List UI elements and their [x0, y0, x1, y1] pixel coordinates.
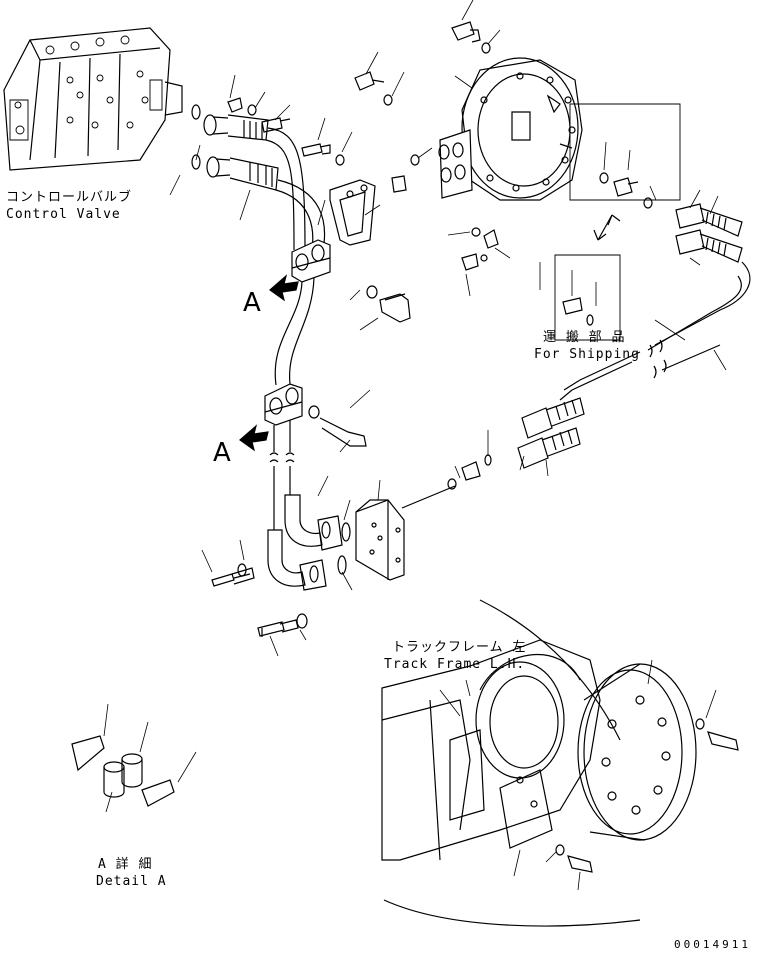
clamp-upper — [292, 240, 330, 282]
hose-lower — [270, 420, 294, 530]
bolts-mid — [228, 98, 410, 446]
hose-upper — [266, 128, 325, 255]
control-valve-label-en: Control Valve — [6, 207, 121, 222]
couplings-upper-right — [676, 204, 742, 262]
elbow-fittings — [268, 495, 342, 590]
manifold-block — [338, 500, 404, 580]
for-shipping-label-en: For Shipping — [534, 347, 640, 362]
fittings-center — [402, 455, 491, 508]
track-frame-label-en: Track Frame L.H. — [384, 657, 526, 672]
view-arrows — [240, 276, 298, 450]
valve-port-fittings — [192, 105, 278, 190]
drawing-part-number: 00014911 — [674, 938, 751, 951]
bolt-bottom — [258, 614, 307, 637]
leader-lines — [104, 0, 726, 890]
for-shipping-label-jp: 運 搬 部 品 — [543, 330, 626, 345]
hose-middle — [275, 278, 314, 385]
sprocket-hub — [578, 664, 696, 840]
hose-right — [560, 262, 750, 400]
detail-a-clamp — [72, 736, 174, 806]
track-frame-label-jp: トラックフレーム 左 — [392, 640, 527, 655]
detail-a-label-jp: A 詳 細 — [98, 857, 153, 872]
detail-a-label-en: Detail A — [96, 874, 167, 889]
bolt-lower-left — [212, 564, 254, 586]
view-a-label-lower: A — [213, 438, 231, 468]
control-valve — [4, 28, 182, 170]
track-frame-lh — [382, 600, 640, 926]
bolts-top — [355, 22, 498, 270]
final-drive-housing — [439, 58, 582, 200]
bolts-bottom-right — [556, 719, 738, 872]
shipping-parts-box — [555, 104, 680, 340]
couplings-lower-middle — [518, 398, 584, 468]
control-valve-label-jp: コントロールバルブ — [6, 190, 133, 205]
view-a-label-upper: A — [243, 288, 261, 318]
bracket — [330, 180, 375, 245]
clamp-lower — [265, 384, 302, 425]
